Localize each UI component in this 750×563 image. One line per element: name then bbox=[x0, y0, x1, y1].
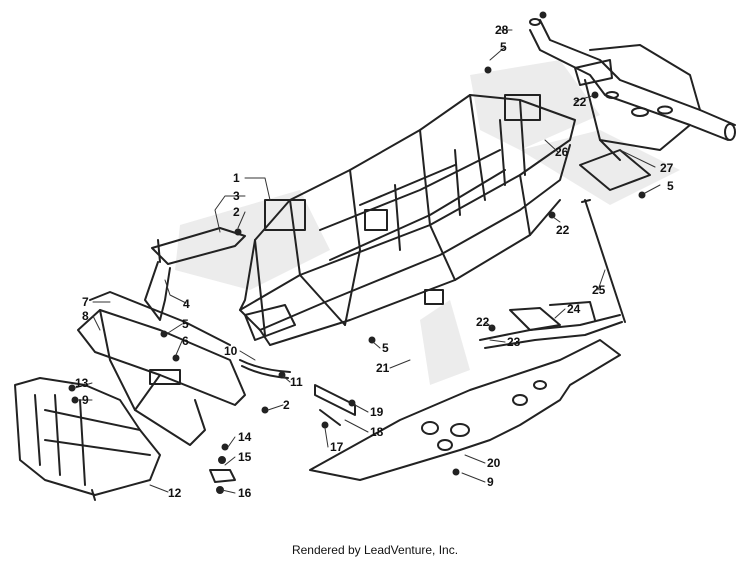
fasteners bbox=[68, 11, 646, 476]
callout-9: 9 bbox=[487, 475, 494, 489]
skid-plate bbox=[309, 339, 621, 481]
callout-2: 2 bbox=[233, 205, 240, 219]
callout-5: 5 bbox=[382, 341, 389, 355]
callout-7: 7 bbox=[82, 295, 89, 309]
footrest bbox=[479, 301, 623, 349]
callout-16: 16 bbox=[238, 486, 252, 500]
callout-2: 2 bbox=[283, 398, 290, 412]
callout-8: 8 bbox=[82, 309, 89, 323]
callout-12: 12 bbox=[168, 486, 182, 500]
callout-23: 23 bbox=[507, 335, 521, 349]
callout-25: 25 bbox=[592, 283, 606, 297]
callout-24: 24 bbox=[567, 302, 581, 316]
callout-5: 5 bbox=[500, 40, 507, 54]
callout-21: 21 bbox=[376, 361, 390, 375]
callout-14: 14 bbox=[238, 430, 252, 444]
callout-5: 5 bbox=[667, 179, 674, 193]
callout-3: 3 bbox=[233, 189, 240, 203]
callout-10: 10 bbox=[224, 344, 238, 358]
callout-1: 1 bbox=[233, 171, 240, 185]
callout-5: 5 bbox=[182, 317, 189, 331]
callout-22: 22 bbox=[573, 95, 587, 109]
callout-13: 13 bbox=[75, 376, 89, 390]
callout-26: 26 bbox=[555, 145, 569, 159]
rear-rack bbox=[529, 18, 736, 191]
leader-lines bbox=[74, 29, 661, 494]
background-plates bbox=[175, 60, 680, 385]
mount-bracket bbox=[314, 384, 356, 426]
callout-labels: 28 5 22 26 27 5 22 1 3 2 4 7 8 5 6 10 11… bbox=[75, 23, 674, 500]
callout-4: 4 bbox=[183, 297, 190, 311]
main-frame bbox=[239, 94, 576, 346]
callout-19: 19 bbox=[370, 405, 384, 419]
callout-17: 17 bbox=[330, 440, 344, 454]
footer-credit: Rendered by LeadVenture, Inc. bbox=[291, 543, 459, 557]
small-bracket bbox=[209, 456, 236, 494]
callout-27: 27 bbox=[660, 161, 674, 175]
front-bracket bbox=[151, 227, 246, 265]
callout-9: 9 bbox=[82, 393, 89, 407]
front-bumper bbox=[77, 291, 246, 446]
rod bbox=[581, 199, 626, 323]
callout-28: 28 bbox=[495, 23, 509, 37]
callout-6: 6 bbox=[182, 334, 189, 348]
callout-11: 11 bbox=[290, 375, 303, 389]
callout-22: 22 bbox=[476, 315, 490, 329]
callout-15: 15 bbox=[238, 450, 252, 464]
front-guard bbox=[14, 377, 161, 501]
callout-22: 22 bbox=[556, 223, 570, 237]
front-brace bbox=[144, 261, 171, 321]
callout-20: 20 bbox=[487, 456, 501, 470]
callout-18: 18 bbox=[370, 425, 384, 439]
